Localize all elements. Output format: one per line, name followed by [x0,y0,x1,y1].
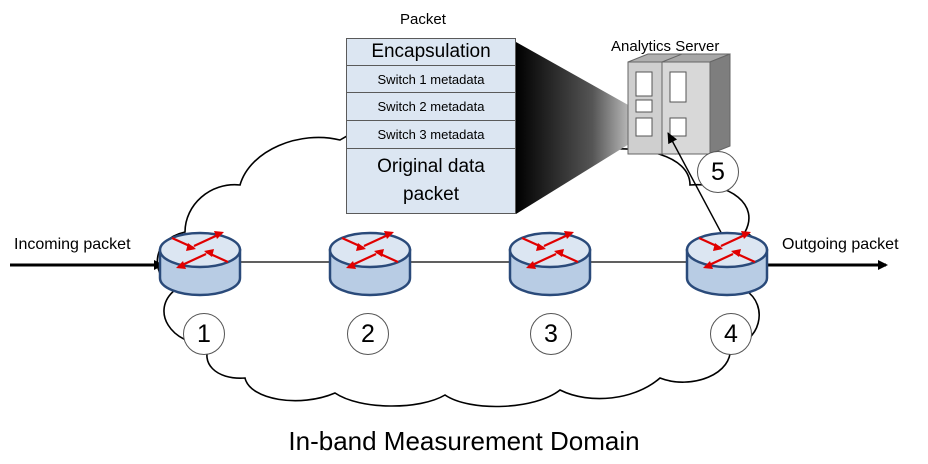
packet-row-switch3-metadata: Switch 3 metadata [346,120,516,149]
packet-row-switch1-metadata: Switch 1 metadata [346,65,516,93]
server-icon [627,53,731,155]
packet-row-original-data: Original data packet [346,148,516,214]
domain-label: In-band Measurement Domain [288,426,640,456]
router-icon-4 [685,229,769,297]
step-2-badge: 2 [347,313,389,355]
router-icon-1 [158,229,242,297]
cloud-shape [156,119,765,408]
outgoing-label: Outgoing packet [782,236,899,253]
step-4-badge: 4 [710,313,752,355]
server-label: Analytics Server [611,38,720,55]
step-1-badge: 1 [183,313,225,355]
projection-beam [516,42,655,214]
packet-row-encapsulation: Encapsulation [346,38,516,66]
report-arrow [667,132,725,239]
incoming-label: Incoming packet [14,236,131,253]
router-icon-2 [328,229,412,297]
step-3-badge: 3 [530,313,572,355]
packet-title: Packet [400,11,446,28]
step-5-badge: 5 [697,151,739,193]
router-icon-3 [508,229,592,297]
packet-row-switch2-metadata: Switch 2 metadata [346,92,516,121]
